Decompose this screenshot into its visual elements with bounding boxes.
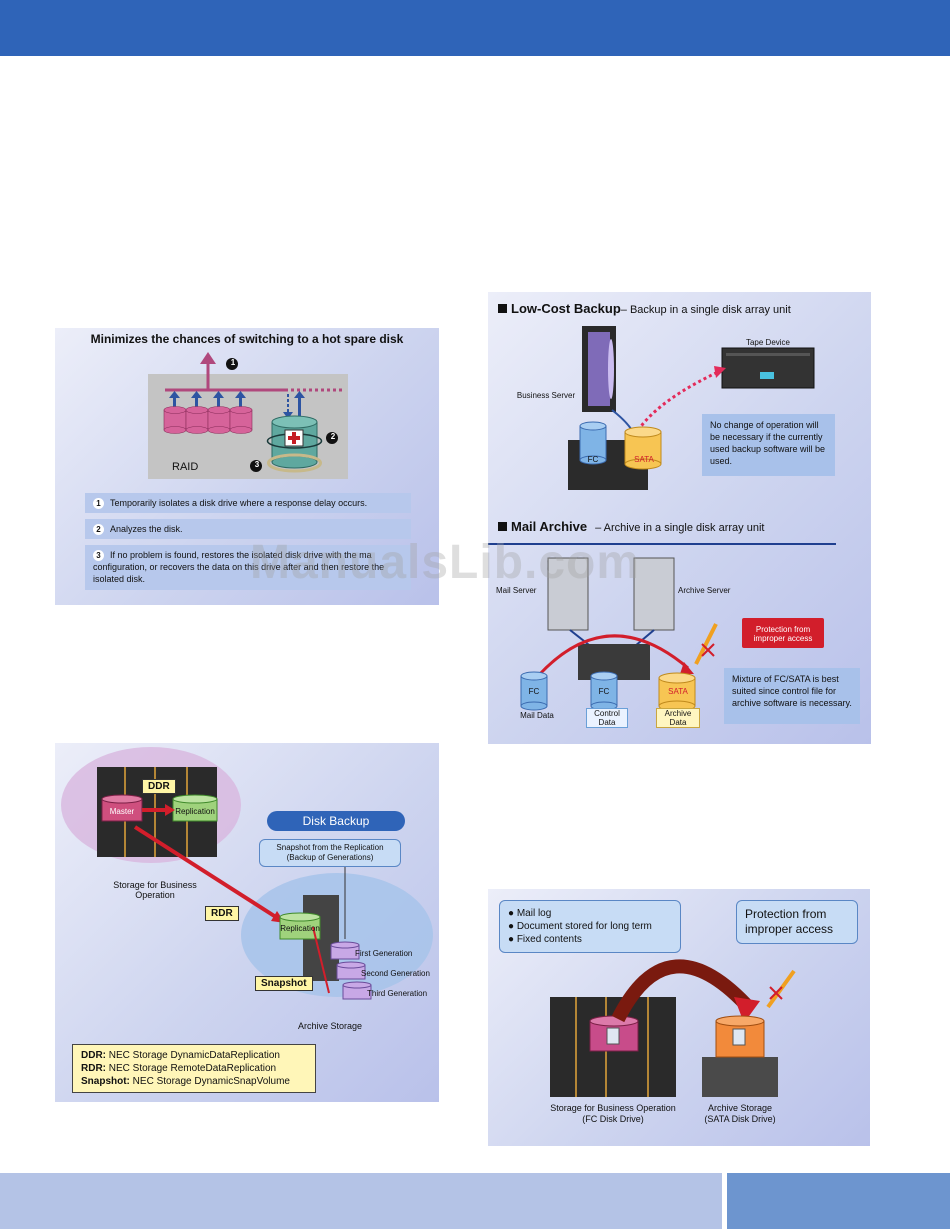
- disk-backup-panel: DDR RDR Snapshot Master Replication Repl…: [55, 743, 439, 1102]
- mail-archive-title: Mail Archive: [511, 519, 588, 534]
- mail-fc-label: FC: [528, 687, 540, 696]
- step-num: 1: [93, 498, 104, 509]
- snapshot-tag: Snapshot: [255, 976, 313, 991]
- low-cost-subtitle: – Backup in a single disk array unit: [620, 304, 791, 316]
- mail-archive-subtitle: – Archive in a single disk array unit: [595, 522, 765, 534]
- step-num: 3: [93, 550, 104, 561]
- marker-1: [226, 358, 238, 370]
- control-data-label: Control Data: [586, 708, 628, 728]
- protection-tag: Protection from improper access: [742, 618, 824, 648]
- legend-row: DDR: NEC Storage DynamicDataReplication: [81, 1049, 307, 1062]
- legend-key: RDR:: [81, 1063, 106, 1074]
- archive-protection-bubble: Protection from improper access: [736, 900, 858, 944]
- legend-box: DDR: NEC Storage DynamicDataReplication …: [72, 1044, 316, 1093]
- header-bar: [0, 0, 950, 56]
- control-fc-label: FC: [598, 687, 610, 696]
- ddr-tag: DDR: [142, 779, 176, 794]
- raid-label: RAID: [172, 461, 199, 473]
- square-bullet-icon: [498, 522, 507, 531]
- legend-row: Snapshot: NEC Storage DynamicSnapVolume: [81, 1075, 307, 1088]
- legend-text: NEC Storage DynamicSnapVolume: [132, 1076, 290, 1087]
- mail-archive-heading: Mail Archive – Archive in a single disk a…: [498, 518, 868, 536]
- low-cost-note: No change of operation will be necessary…: [702, 414, 835, 476]
- bullet-item: ● Mail log: [508, 908, 552, 919]
- low-cost-diagram: [568, 326, 815, 490]
- marker-3-label: 3: [254, 460, 260, 469]
- fc-storage-label: Storage for Business Operation: [550, 1103, 676, 1113]
- sata-storage-sublabel: (SATA Disk Drive): [704, 1114, 776, 1124]
- square-bullet-icon: [498, 304, 507, 313]
- watermark: ManualsLib.com: [250, 536, 641, 589]
- second-gen-label: Second Generation: [361, 969, 430, 978]
- first-gen-label: First Generation: [355, 949, 413, 958]
- archive-server-label: Archive Server: [678, 586, 731, 595]
- third-gen-label: Third Generation: [367, 989, 428, 998]
- up-arrow-icon: [200, 352, 216, 364]
- hot-spare-panel: Minimizes the chances of switching to a …: [55, 328, 439, 605]
- step-num: 2: [93, 524, 104, 535]
- marker-1-label: 1: [230, 358, 236, 367]
- bullet-item: ● Fixed contents: [508, 934, 582, 945]
- archive-content-bubble: ● Mail log ● Document stored for long te…: [499, 900, 681, 953]
- tape-device-label: Tape Device: [745, 338, 791, 347]
- sata-storage-label: Archive Storage: [707, 1103, 773, 1113]
- fc-storage-sublabel: (FC Disk Drive): [582, 1114, 644, 1124]
- archive-diagram: [550, 959, 796, 1097]
- hot-spare-title: Minimizes the chances of switching to a …: [90, 332, 404, 346]
- footer-bar-right: [727, 1173, 950, 1229]
- marker-2-label: 2: [330, 432, 336, 441]
- disk-backup-badge: Disk Backup: [267, 811, 405, 831]
- sata-label: SATA: [634, 455, 654, 464]
- sata-storage-icon: [702, 1057, 778, 1097]
- mail-archive-diagram: [488, 543, 836, 712]
- archive-replication-label: Replication: [280, 924, 320, 933]
- archive-panel: ● Mail log ● Document stored for long te…: [488, 889, 870, 1146]
- step-2: 2 Analyzes the disk.: [85, 519, 411, 539]
- step-1: 1 Temporarily isolates a disk drive where…: [85, 493, 411, 513]
- storage-business-label: Storage for Business Operation: [113, 880, 197, 900]
- mail-server-label: Mail Server: [496, 586, 537, 595]
- archive-storage-label: Archive Storage: [297, 1021, 363, 1031]
- archive-data-label: Archive Data: [656, 708, 700, 728]
- fc-label: FC: [587, 455, 599, 464]
- archive-sata-label: SATA: [668, 687, 688, 696]
- mail-data-label: Mail Data: [520, 711, 554, 720]
- step-text: Analyzes the disk.: [110, 524, 183, 534]
- rdr-tag: RDR: [205, 906, 239, 921]
- replication-label: Replication: [175, 807, 215, 816]
- mail-archive-note: Mixture of FC/SATA is best suited since …: [724, 668, 860, 724]
- footer-bar-left: [0, 1173, 722, 1229]
- master-label: Master: [109, 807, 135, 816]
- low-cost-title: Low-Cost Backup: [511, 301, 621, 316]
- step-text: Temporarily isolates a disk drive where …: [110, 498, 368, 508]
- business-server-label: Business Server: [516, 391, 576, 400]
- marker-3: [250, 460, 262, 472]
- archive-server-icon: [633, 557, 675, 631]
- bullet-item: ● Document stored for long term: [508, 921, 652, 932]
- legend-text: NEC Storage DynamicDataReplication: [108, 1050, 280, 1061]
- legend-key: DDR:: [81, 1050, 106, 1061]
- mail-server-icon: [547, 557, 589, 631]
- legend-key: Snapshot:: [81, 1076, 130, 1087]
- disk-backup-diagram: [61, 747, 433, 1000]
- legend-row: RDR: NEC Storage RemoteDataReplication: [81, 1062, 307, 1075]
- raid-diagram: [148, 352, 348, 479]
- low-cost-heading: Low-Cost Backup– Backup in a single disk…: [498, 300, 868, 318]
- backup-archive-panel: Low-Cost Backup– Backup in a single disk…: [488, 292, 871, 744]
- marker-2: [326, 432, 338, 444]
- snapshot-bubble: Snapshot from the Replication (Backup of…: [259, 839, 401, 867]
- legend-text: NEC Storage RemoteDataReplication: [108, 1063, 277, 1074]
- step-text: If no problem is found, restores the iso…: [93, 550, 385, 584]
